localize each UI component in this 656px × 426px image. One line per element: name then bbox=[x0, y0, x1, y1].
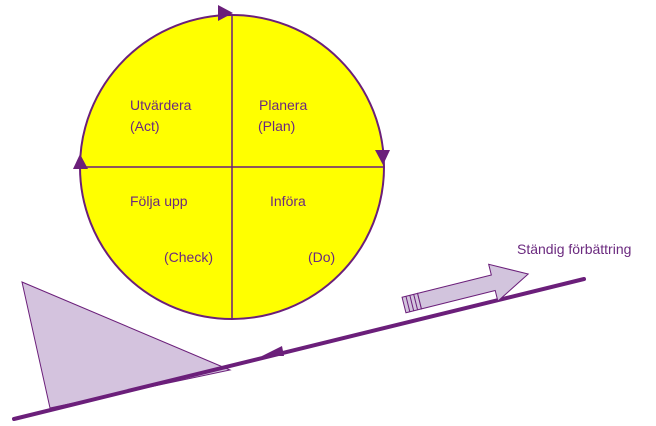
quadrant-act-english: (Act) bbox=[130, 118, 160, 134]
quadrant-check-english: (Check) bbox=[164, 249, 213, 265]
quadrant-do-english: (Do) bbox=[308, 249, 335, 265]
left-arrowhead-icon bbox=[73, 154, 88, 169]
top-arrowhead-icon bbox=[218, 5, 233, 21]
quadrant-plan-name: Planera bbox=[259, 97, 307, 113]
right-arrowhead-icon bbox=[375, 150, 390, 165]
block-arrow-icon bbox=[401, 263, 530, 314]
continuous-improvement-caption: Ständig förbättring bbox=[517, 241, 631, 257]
quadrant-act-name: Utvärdera bbox=[130, 97, 192, 113]
slope-line bbox=[12, 277, 586, 421]
quadrant-do-name: Införa bbox=[270, 193, 306, 209]
quadrant-plan-english: (Plan) bbox=[258, 118, 295, 134]
quadrant-check-name: Följa upp bbox=[130, 193, 188, 209]
slope-arrow-icon bbox=[262, 346, 284, 356]
